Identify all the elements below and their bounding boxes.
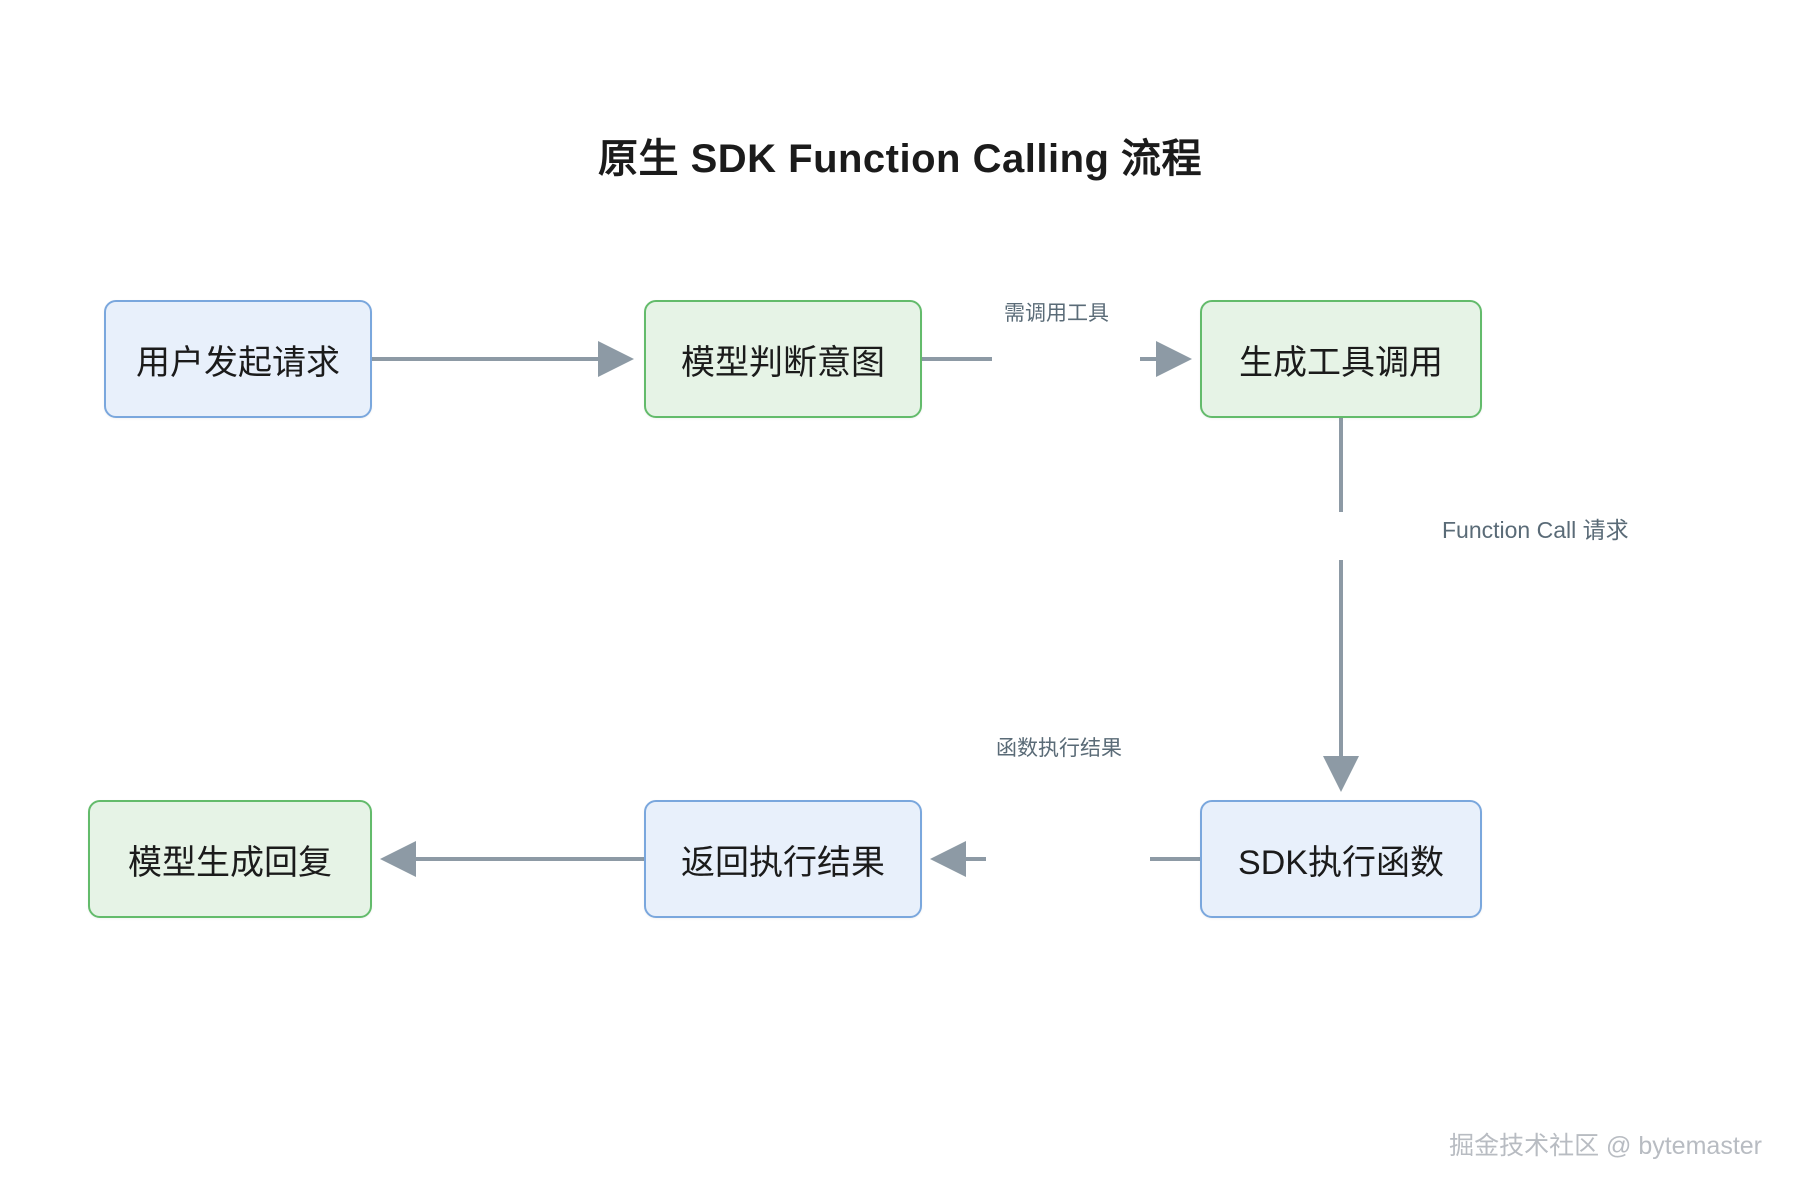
node-return-result[interactable]: 返回执行结果	[644, 800, 922, 918]
node-gen-tool-call[interactable]: 生成工具调用	[1200, 300, 1482, 418]
node-user-request[interactable]: 用户发起请求	[104, 300, 372, 418]
page-title: 原生 SDK Function Calling 流程	[597, 137, 1203, 181]
watermark: 掘金技术社区 @ bytemaster	[1449, 1132, 1762, 1160]
edge-label-need-tool: 需调用工具	[996, 300, 1117, 328]
node-model-reply[interactable]: 模型生成回复	[88, 800, 372, 918]
edge-label-function-call-request: Function Call 请求	[1434, 516, 1637, 546]
edge-label-function-result: 函数执行结果	[988, 735, 1130, 763]
node-sdk-exec[interactable]: SDK执行函数	[1200, 800, 1482, 918]
node-model-intent[interactable]: 模型判断意图	[644, 300, 922, 418]
